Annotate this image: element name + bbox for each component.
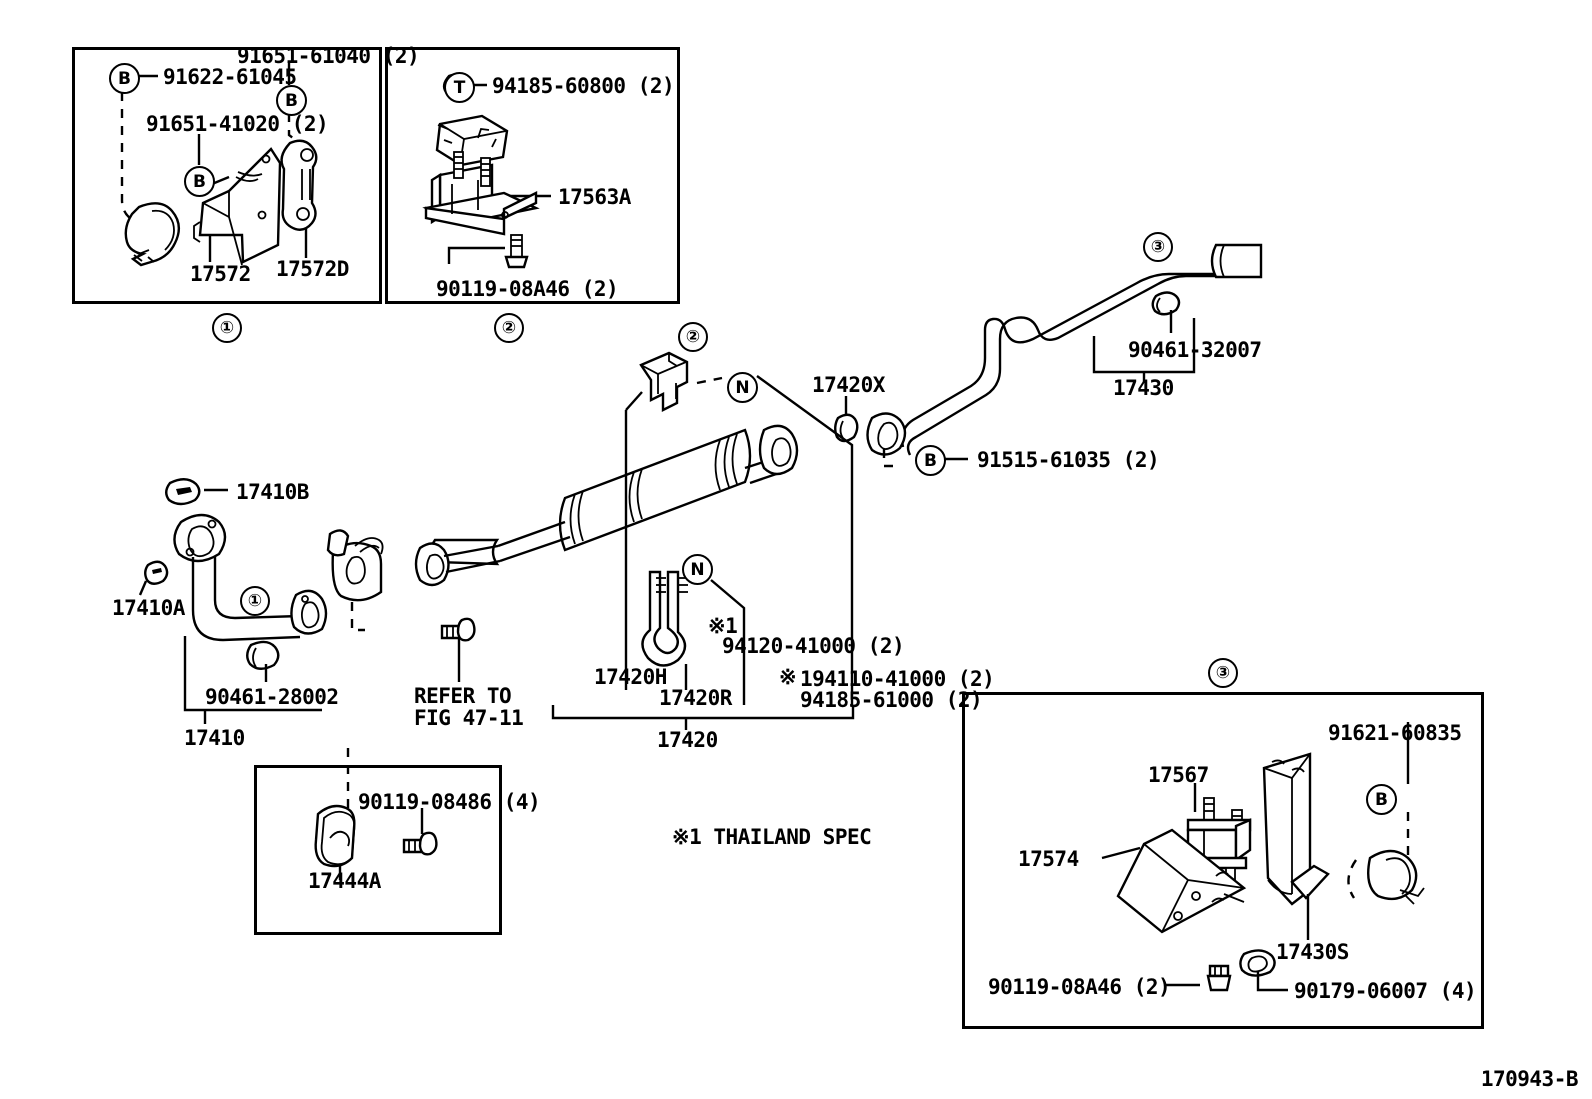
refer-to-line1: REFER TO [414,684,512,708]
center-badge-n-bottom: N [682,554,713,585]
box-1-frame [72,47,382,304]
box2-label-94185: 94185-60800 (2) [492,74,675,98]
center-label-17420x: 17420X [812,373,885,397]
front-pipe-number: ① [240,586,270,616]
center-badge-b: B [915,445,946,476]
box-3-number: ③ [1208,658,1238,688]
tail-label-90461: 90461-32007 [1128,338,1262,362]
center-label-17420h: 17420H [594,665,667,689]
box1-badge-b-3: B [184,166,215,197]
center-label-94120: 94120-41000 (2) [722,634,905,658]
center-badge-n-top: N [727,372,758,403]
center-label-94110: 194110-41000 (2) [800,667,995,691]
front-label-17410a: 17410A [112,596,185,620]
box1-badge-b-1: B [109,63,140,94]
refer-to-line2: FIG 47-11 [414,706,524,730]
box3-badge-b: B [1366,784,1397,815]
box1-label-91651-41020: 91651-41020 (2) [146,112,329,136]
center-label-17420: 17420 [657,728,718,752]
tail-pipe-number: ③ [1143,232,1173,262]
box3-label-90119: 90119-08A46 (2) [988,975,1171,999]
center-number: ② [678,322,708,352]
center-label-91515: 91515-61035 (2) [977,448,1160,472]
box3-label-90179: 90179-06007 (4) [1294,979,1477,1003]
box2-label-17563a: 17563A [558,185,631,209]
box4-label-90119: 90119-08486 (4) [358,790,541,814]
center-label-nut-note: ※ [779,665,797,689]
center-label-clip-note: ※1 [708,614,738,638]
box-3-frame [962,692,1484,1029]
figure-code: 170943-B [1480,1067,1579,1091]
box1-label-17572d: 17572D [276,257,349,281]
box3-label-17574: 17574 [1018,847,1079,871]
front-label-17410b: 17410B [236,480,309,504]
thailand-spec-note: ※1 THAILAND SPEC [672,825,872,849]
center-label-94185: 94185-61000 (2) [800,688,983,712]
front-label-90461: 90461-28002 [205,685,339,709]
box2-label-90119: 90119-08A46 (2) [436,277,619,301]
box3-label-17430s: 17430S [1276,940,1349,964]
box-2-number: ② [494,313,524,343]
box4-label-17444a: 17444A [308,869,381,893]
box-2-frame [385,47,680,304]
box1-badge-b-2: B [276,85,307,116]
box1-label-91622: 91622-61045 [163,65,297,89]
box-4-frame [254,765,502,935]
box2-badge-t: T [444,72,475,103]
box3-label-91621: 91621-60835 [1328,721,1462,745]
box-1-number: ① [212,313,242,343]
tail-label-17430: 17430 [1113,376,1174,400]
box1-label-17572: 17572 [190,262,251,286]
center-label-17420r: 17420R [659,686,732,710]
front-label-17410: 17410 [184,726,245,750]
box3-label-17567: 17567 [1148,763,1209,787]
